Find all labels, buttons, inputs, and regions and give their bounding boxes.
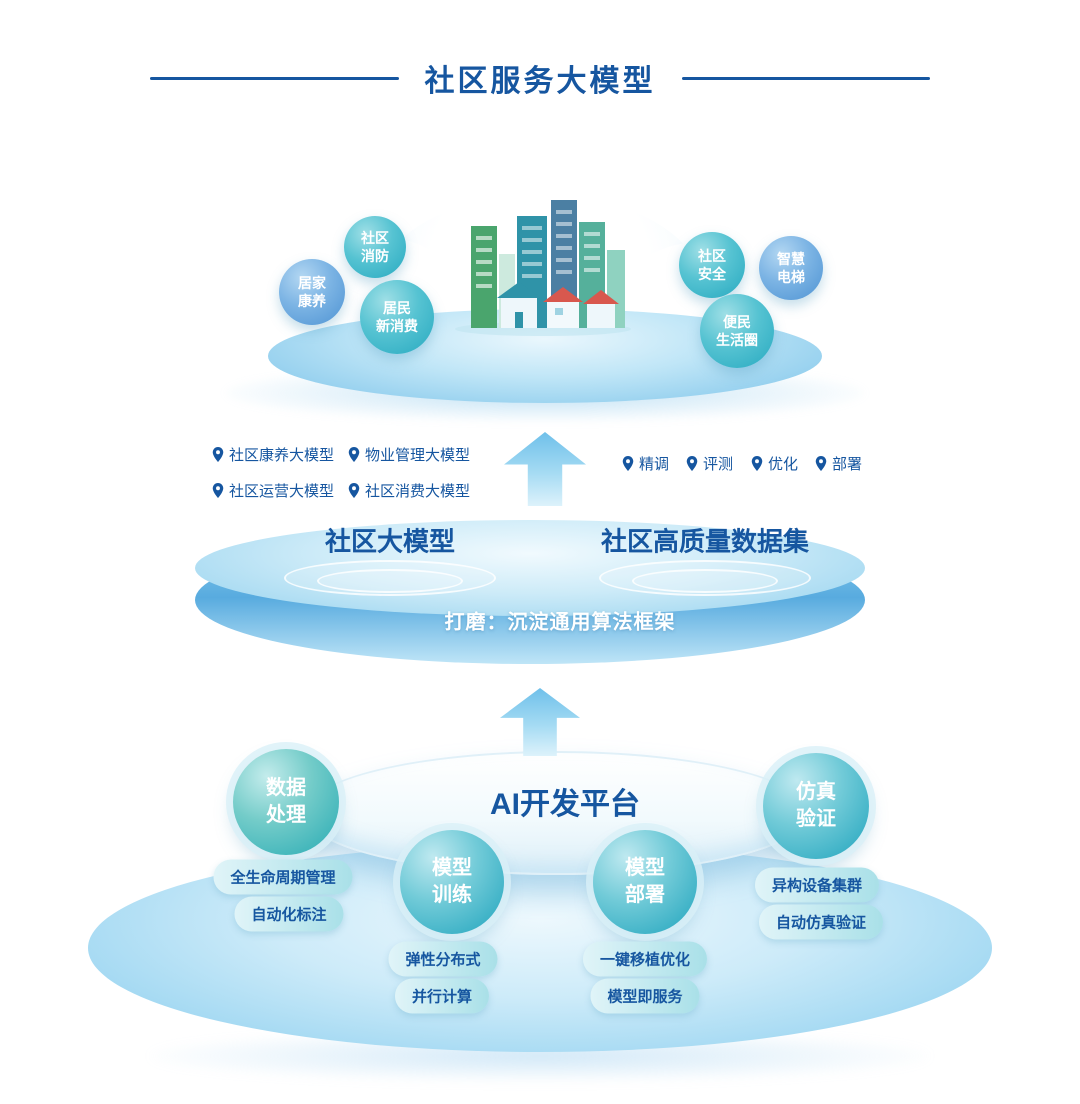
- pin-icon: [212, 447, 224, 462]
- model-item-label: 社区康养大模型: [229, 447, 335, 464]
- ripple-ellipse: [632, 569, 778, 593]
- ripple-ellipse: [317, 569, 463, 593]
- pipeline-item: 评测: [686, 453, 733, 474]
- pin-icon: [751, 456, 763, 471]
- feature-pill: 模型即服务: [590, 978, 700, 1014]
- mid-left-title: 社区大模型: [324, 526, 456, 557]
- feature-pill: 自动仿真验证: [758, 904, 884, 940]
- model-item: 社区康养大模型: [212, 444, 334, 465]
- title-rule-right: [681, 76, 930, 80]
- platform-title: AI开发平台: [490, 788, 640, 821]
- pipeline-item-label: 部署: [832, 456, 863, 473]
- model-item: 社区消费大模型: [348, 480, 470, 501]
- pin-icon: [348, 447, 360, 462]
- pipeline-item: 部署: [815, 453, 862, 474]
- title-rule-left: [150, 76, 399, 80]
- module-bubble-data-processing: 数据 处理: [233, 749, 339, 855]
- application-bubble-security: 社区 安全: [679, 232, 745, 298]
- feature-pill: 并行计算: [394, 978, 490, 1014]
- city-illustration: [455, 200, 631, 336]
- pipeline-item-label: 精调: [639, 456, 670, 473]
- feature-pill: 自动化标注: [234, 896, 344, 932]
- up-arrow-icon: [504, 432, 586, 506]
- pin-icon: [686, 456, 698, 471]
- diagram-title: 社区服务大模型: [424, 65, 656, 98]
- model-item: 物业管理大模型: [348, 444, 470, 465]
- up-arrow-icon: [500, 688, 580, 756]
- model-item-label: 物业管理大模型: [365, 447, 471, 464]
- pipeline-item-label: 优化: [768, 456, 799, 473]
- title-row: 社区服务大模型: [150, 56, 930, 100]
- model-item: 社区运营大模型: [212, 480, 334, 501]
- mid-right-title: 社区高质量数据集: [600, 526, 810, 557]
- application-bubble-homecare: 居家 康养: [279, 259, 345, 325]
- pipeline-item: 精调: [622, 453, 669, 474]
- application-bubble-consumption: 居民 新消费: [360, 280, 434, 354]
- feature-pill: 异构设备集群: [754, 867, 880, 903]
- model-item-label: 社区运营大模型: [229, 483, 335, 500]
- pin-icon: [815, 456, 827, 471]
- pin-icon: [622, 456, 634, 471]
- ai-platform-ring: [304, 751, 810, 875]
- feature-pill: 一键移植优化: [582, 941, 708, 977]
- pipeline-item: 优化: [751, 453, 798, 474]
- application-bubble-elevator: 智慧 电梯: [759, 236, 823, 300]
- module-bubble-model-training: 模型 训练: [400, 830, 504, 934]
- module-bubble-model-deployment: 模型 部署: [593, 830, 697, 934]
- pin-icon: [212, 483, 224, 498]
- application-bubble-living-circle: 便民 生活圈: [700, 294, 774, 368]
- feature-pill: 全生命周期管理: [213, 859, 353, 895]
- application-bubble-fire: 社区 消防: [344, 216, 406, 278]
- module-bubble-simulation-verification: 仿真 验证: [763, 753, 869, 859]
- model-item-label: 社区消费大模型: [365, 483, 471, 500]
- pin-icon: [348, 483, 360, 498]
- feature-pill: 弹性分布式: [388, 941, 498, 977]
- banner-text: 打磨：沉淀通用算法框架: [444, 611, 676, 634]
- pipeline-item-label: 评测: [703, 456, 734, 473]
